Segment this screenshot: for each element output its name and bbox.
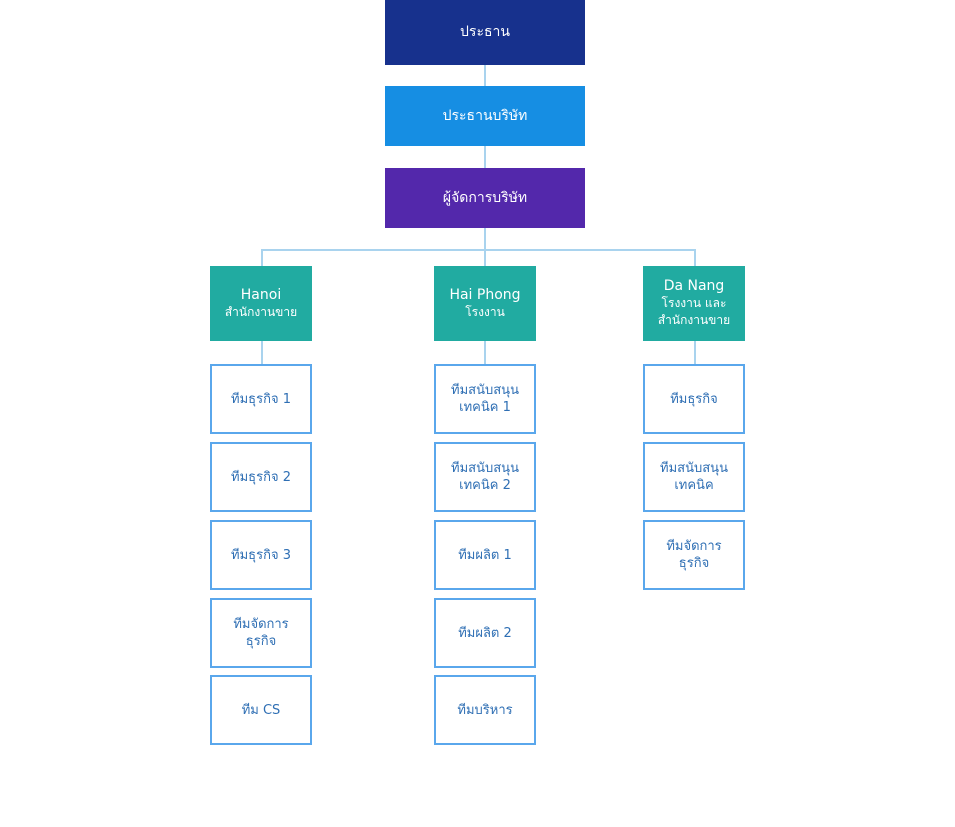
team-box: ทีมผลิต 2 [434,598,536,668]
team-label: ทีมผลิต 2 [458,625,512,641]
team-label: ทีม CS [241,702,281,718]
team-box: ทีมธุรกิจ 2 [210,442,312,512]
connector-danang-teams [694,341,696,364]
company-president-node: ประธานบริษัท [385,86,585,146]
connector-branch-horizontal [261,249,696,251]
team-box: ทีมสนับสนุน เทคนิค 2 [434,442,536,512]
team-label: ทีมสนับสนุน [451,383,519,398]
team-label: ทีมธุรกิจ 1 [231,391,291,407]
branch-hanoi-type: สำนักงานขาย [224,304,298,319]
team-label: ทีมธุรกิจ 3 [231,547,291,563]
chairman-node: ประธาน [385,0,585,65]
team-label-2: เทคนิค [674,478,714,493]
branch-danang-node: Da Nang โรงงาน และ สำนักงานขาย [643,266,745,341]
connector-president-manager [484,146,486,168]
team-label: ทีมธุรกิจ [670,391,718,407]
connector-to-haiphong [484,249,486,266]
branch-haiphong-type: โรงงาน [465,304,505,319]
team-box: ทีมธุรกิจ 3 [210,520,312,590]
branch-haiphong-city: Hai Phong [449,286,521,303]
team-box: ทีมสนับสนุน เทคนิค 1 [434,364,536,434]
connector-to-danang [694,249,696,266]
connector-chairman-president [484,65,486,86]
team-label-2: เทคนิค 1 [459,400,511,415]
branch-hanoi-city: Hanoi [240,286,282,303]
team-label-2: เทคนิค 2 [459,478,511,493]
team-box: ทีมจัดการ ธุรกิจ [643,520,745,590]
company-manager-node: ผู้จัดการบริษัท [385,168,585,228]
team-label: ทีมจัดการ [233,617,289,632]
team-label: ทีมสนับสนุน [660,461,728,476]
team-label: ทีมจัดการ [666,539,722,554]
team-label: ทีมสนับสนุน [451,461,519,476]
team-box: ทีมจัดการ ธุรกิจ [210,598,312,668]
team-label-2: ธุรกิจ [678,556,710,571]
connector-to-hanoi [261,249,263,266]
branch-hanoi-node: Hanoi สำนักงานขาย [210,266,312,341]
team-box: ทีม CS [210,675,312,745]
connector-hanoi-teams [261,341,263,364]
connector-haiphong-teams [484,341,486,364]
team-box: ทีมสนับสนุน เทคนิค [643,442,745,512]
branch-haiphong-node: Hai Phong โรงงาน [434,266,536,341]
branch-danang-type-2: สำนักงานขาย [657,313,731,327]
team-box: ทีมผลิต 1 [434,520,536,590]
company-manager-label: ผู้จัดการบริษัท [442,189,528,206]
connector-manager-branches [484,228,486,250]
branch-danang-type: โรงงาน และ [661,296,727,310]
branch-danang-city: Da Nang [663,278,725,294]
team-label: ทีมผลิต 1 [458,547,512,563]
team-label: ทีมบริหาร [457,702,513,718]
team-label: ทีมธุรกิจ 2 [231,469,291,485]
team-box: ทีมบริหาร [434,675,536,745]
team-box: ทีมธุรกิจ [643,364,745,434]
chairman-label: ประธาน [460,24,510,40]
company-president-label: ประธานบริษัท [442,107,528,124]
team-label-2: ธุรกิจ [245,634,277,649]
team-box: ทีมธุรกิจ 1 [210,364,312,434]
